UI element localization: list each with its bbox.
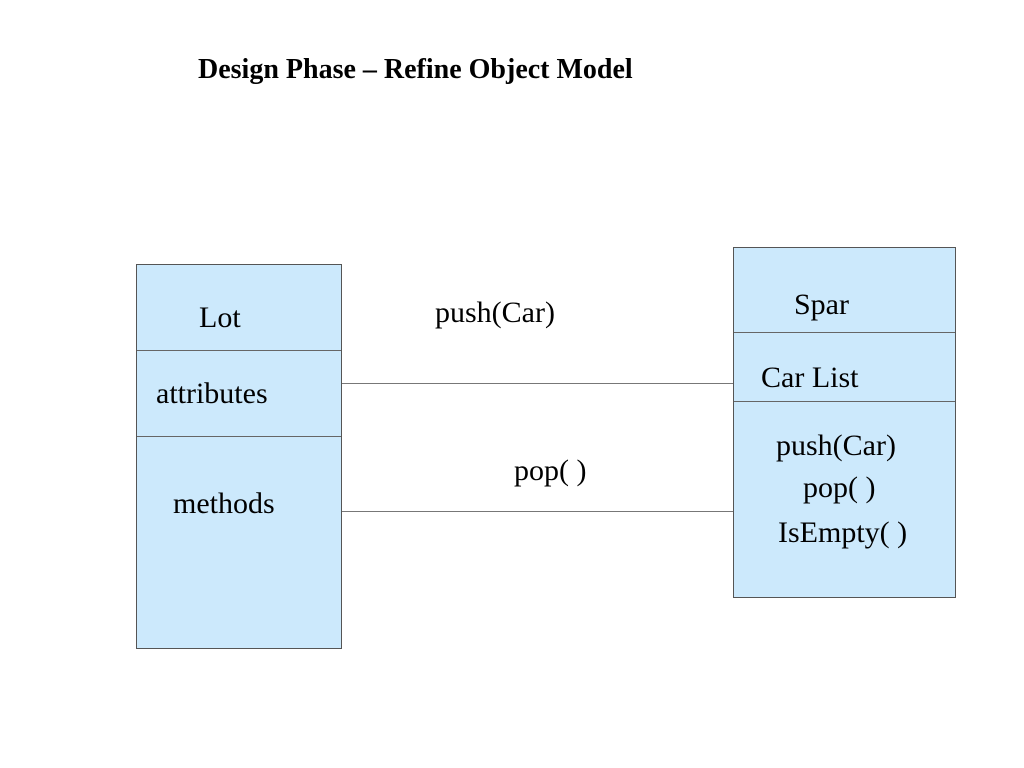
class-name-compartment: Lot xyxy=(137,265,341,351)
slide-title: Design Phase – Refine Object Model xyxy=(198,54,633,85)
association-line-push xyxy=(342,383,733,384)
attributes-compartment: Car List xyxy=(734,333,955,402)
message-label-pop: pop( ) xyxy=(514,454,587,487)
class-name-spar: Spar xyxy=(794,288,849,321)
association-line-pop xyxy=(342,511,733,512)
methods-compartment: methods xyxy=(137,437,341,648)
message-label-push: push(Car) xyxy=(435,296,555,329)
class-name-lot: Lot xyxy=(199,301,241,334)
methods-compartment: push(Car) pop( ) IsEmpty( ) xyxy=(734,402,955,597)
attribute-car-list: Car List xyxy=(761,361,859,394)
class-box-lot: Lot attributes methods xyxy=(136,264,342,649)
class-name-compartment: Spar xyxy=(734,248,955,333)
methods-label: methods xyxy=(173,487,275,520)
method-isempty: IsEmpty( ) xyxy=(778,516,908,549)
class-box-spar: Spar Car List push(Car) pop( ) IsEmpty( … xyxy=(733,247,956,598)
method-push: push(Car) xyxy=(776,429,896,462)
method-pop: pop( ) xyxy=(803,471,876,504)
attributes-compartment: attributes xyxy=(137,351,341,437)
attributes-label: attributes xyxy=(156,377,268,410)
